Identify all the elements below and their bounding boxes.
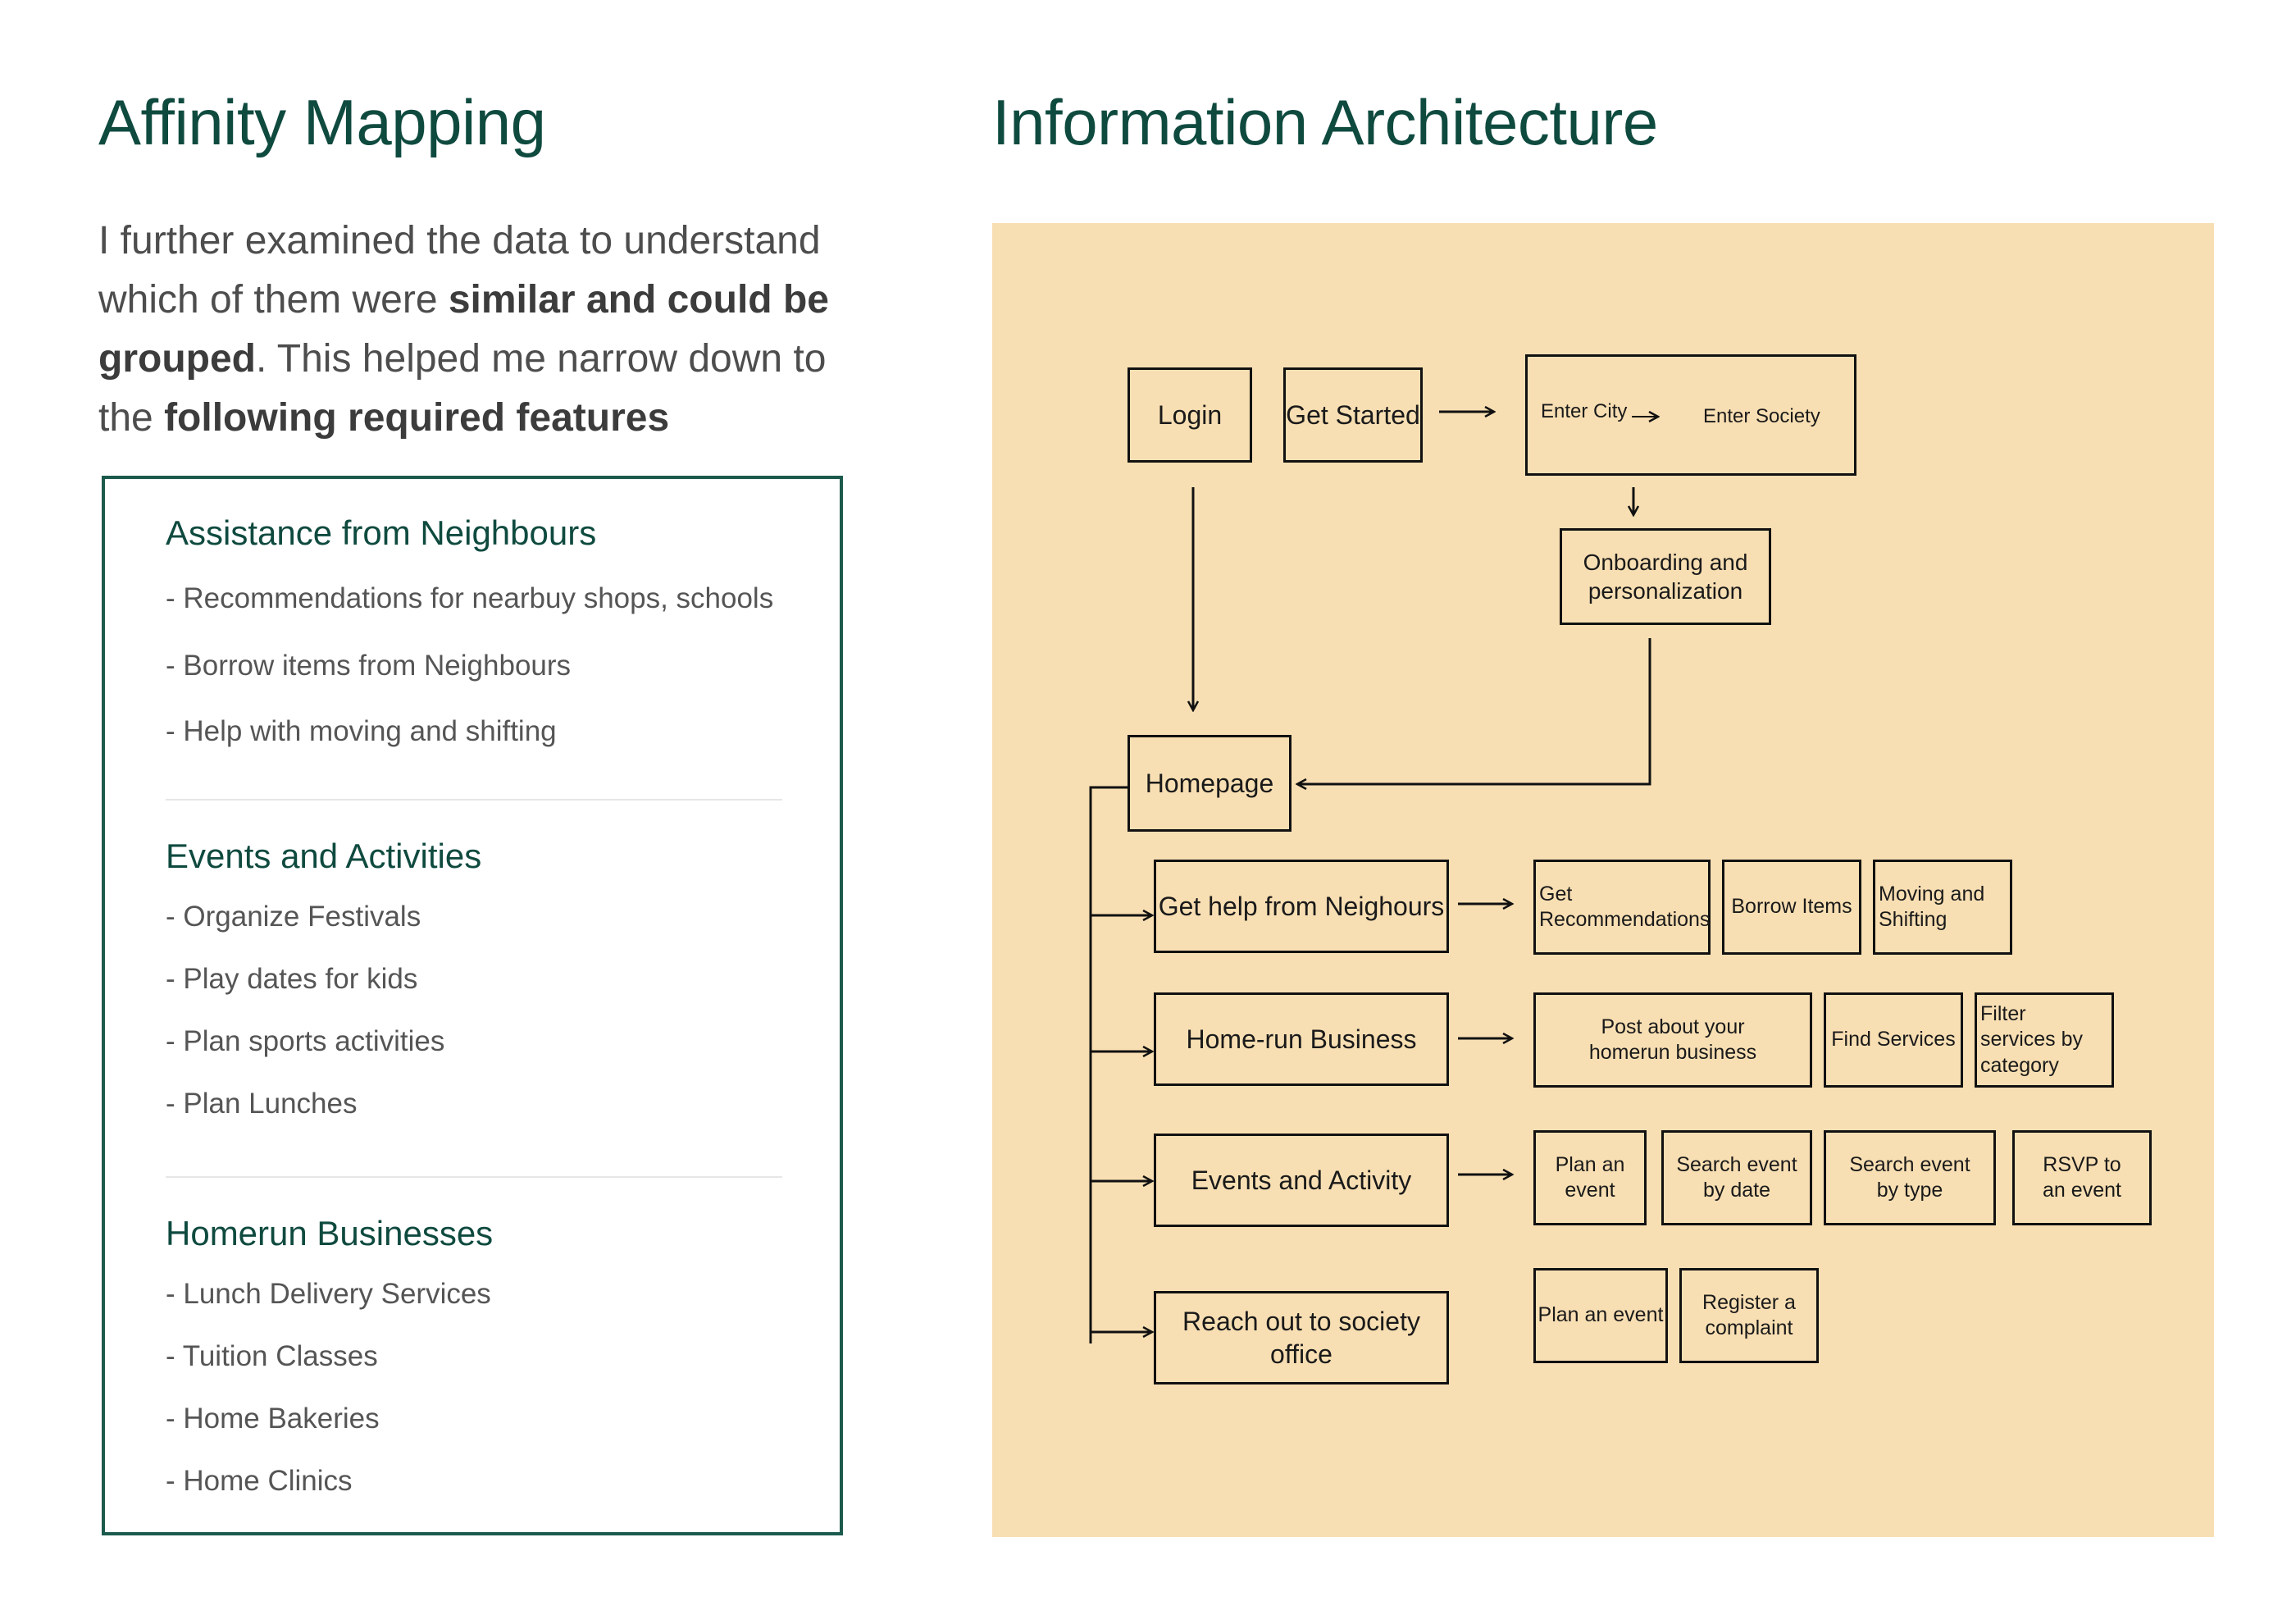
node-moving-shifting: Moving and Shifting bbox=[1873, 860, 2012, 955]
affinity-card: Assistance from Neighbours - Recommendat… bbox=[102, 476, 843, 1535]
intro-text-1: I further examined the data to understan… bbox=[98, 219, 821, 322]
node-get-help: Get help from Neighours bbox=[1154, 860, 1449, 953]
list-item: - Lunch Delivery Services bbox=[166, 1278, 491, 1310]
node-borrow-items: Borrow Items bbox=[1722, 860, 1861, 955]
node-login: Login bbox=[1128, 367, 1252, 463]
node-rsvp-event: RSVP to an event bbox=[2012, 1130, 2152, 1225]
node-home-run-business: Home-run Business bbox=[1154, 992, 1449, 1086]
information-architecture-title: Information Architecture bbox=[992, 86, 1658, 158]
section-title-assistance: Assistance from Neighbours bbox=[166, 513, 597, 552]
list-item: - Home Clinics bbox=[166, 1465, 353, 1497]
node-search-event-date: Search event by date bbox=[1661, 1130, 1812, 1225]
list-item: - Home Bakeries bbox=[166, 1403, 380, 1435]
arrow-onboarding-to-homepage bbox=[1297, 638, 1651, 784]
list-item: - Recommendations for nearbuy shops, sch… bbox=[166, 582, 774, 614]
node-enter-city: Enter City bbox=[1541, 400, 1628, 422]
node-homepage: Homepage bbox=[1128, 735, 1292, 832]
list-item: - Plan Lunches bbox=[166, 1088, 358, 1120]
node-get-started: Get Started bbox=[1283, 367, 1423, 463]
node-plan-event-office: Plan an event bbox=[1533, 1268, 1668, 1363]
intro-bold-1: similar and could be grouped bbox=[98, 278, 829, 381]
ia-diagram-panel: Login Get Started Enter City Enter Socie… bbox=[992, 223, 2214, 1537]
node-reach-society-office: Reach out to society office bbox=[1154, 1291, 1449, 1385]
node-enter-society: Enter Society bbox=[1703, 405, 1820, 427]
section-divider bbox=[166, 799, 782, 801]
homepage-branch-spine bbox=[1089, 786, 1129, 1343]
intro-bold-2: following required features bbox=[164, 396, 670, 440]
node-onboarding: Onboarding and personalization bbox=[1560, 528, 1771, 625]
node-register-complaint: Register a complaint bbox=[1679, 1268, 1819, 1363]
intro-paragraph: I further examined the data to understan… bbox=[98, 212, 861, 448]
node-get-recommendations: Get Recommendations bbox=[1533, 860, 1711, 955]
section-divider bbox=[166, 1176, 782, 1178]
list-item: - Tuition Classes bbox=[166, 1340, 378, 1372]
list-item: - Plan sports activities bbox=[166, 1025, 445, 1057]
list-item: - Help with moving and shifting bbox=[166, 715, 557, 747]
intro-text-2: . This helped me narrow down to the bbox=[98, 337, 827, 440]
section-title-events: Events and Activities bbox=[166, 837, 482, 875]
node-events-activity: Events and Activity bbox=[1154, 1134, 1449, 1227]
node-search-event-type: Search event by type bbox=[1824, 1130, 1996, 1225]
affinity-mapping-title: Affinity Mapping bbox=[98, 86, 546, 158]
list-item: - Play dates for kids bbox=[166, 963, 418, 995]
node-post-business: Post about your homerun business bbox=[1533, 992, 1812, 1088]
list-item: - Borrow items from Neighbours bbox=[166, 650, 572, 682]
ia-connectors bbox=[1089, 223, 2214, 1343]
section-title-businesses: Homerun Businesses bbox=[166, 1214, 494, 1252]
list-item: - Organize Festivals bbox=[166, 901, 421, 933]
node-plan-event: Plan an event bbox=[1533, 1130, 1647, 1225]
node-find-services: Find Services bbox=[1824, 992, 1963, 1088]
node-filter-services: Filter services by category bbox=[1975, 992, 2114, 1088]
node-city-society: Enter City Enter Society bbox=[1525, 354, 1856, 476]
